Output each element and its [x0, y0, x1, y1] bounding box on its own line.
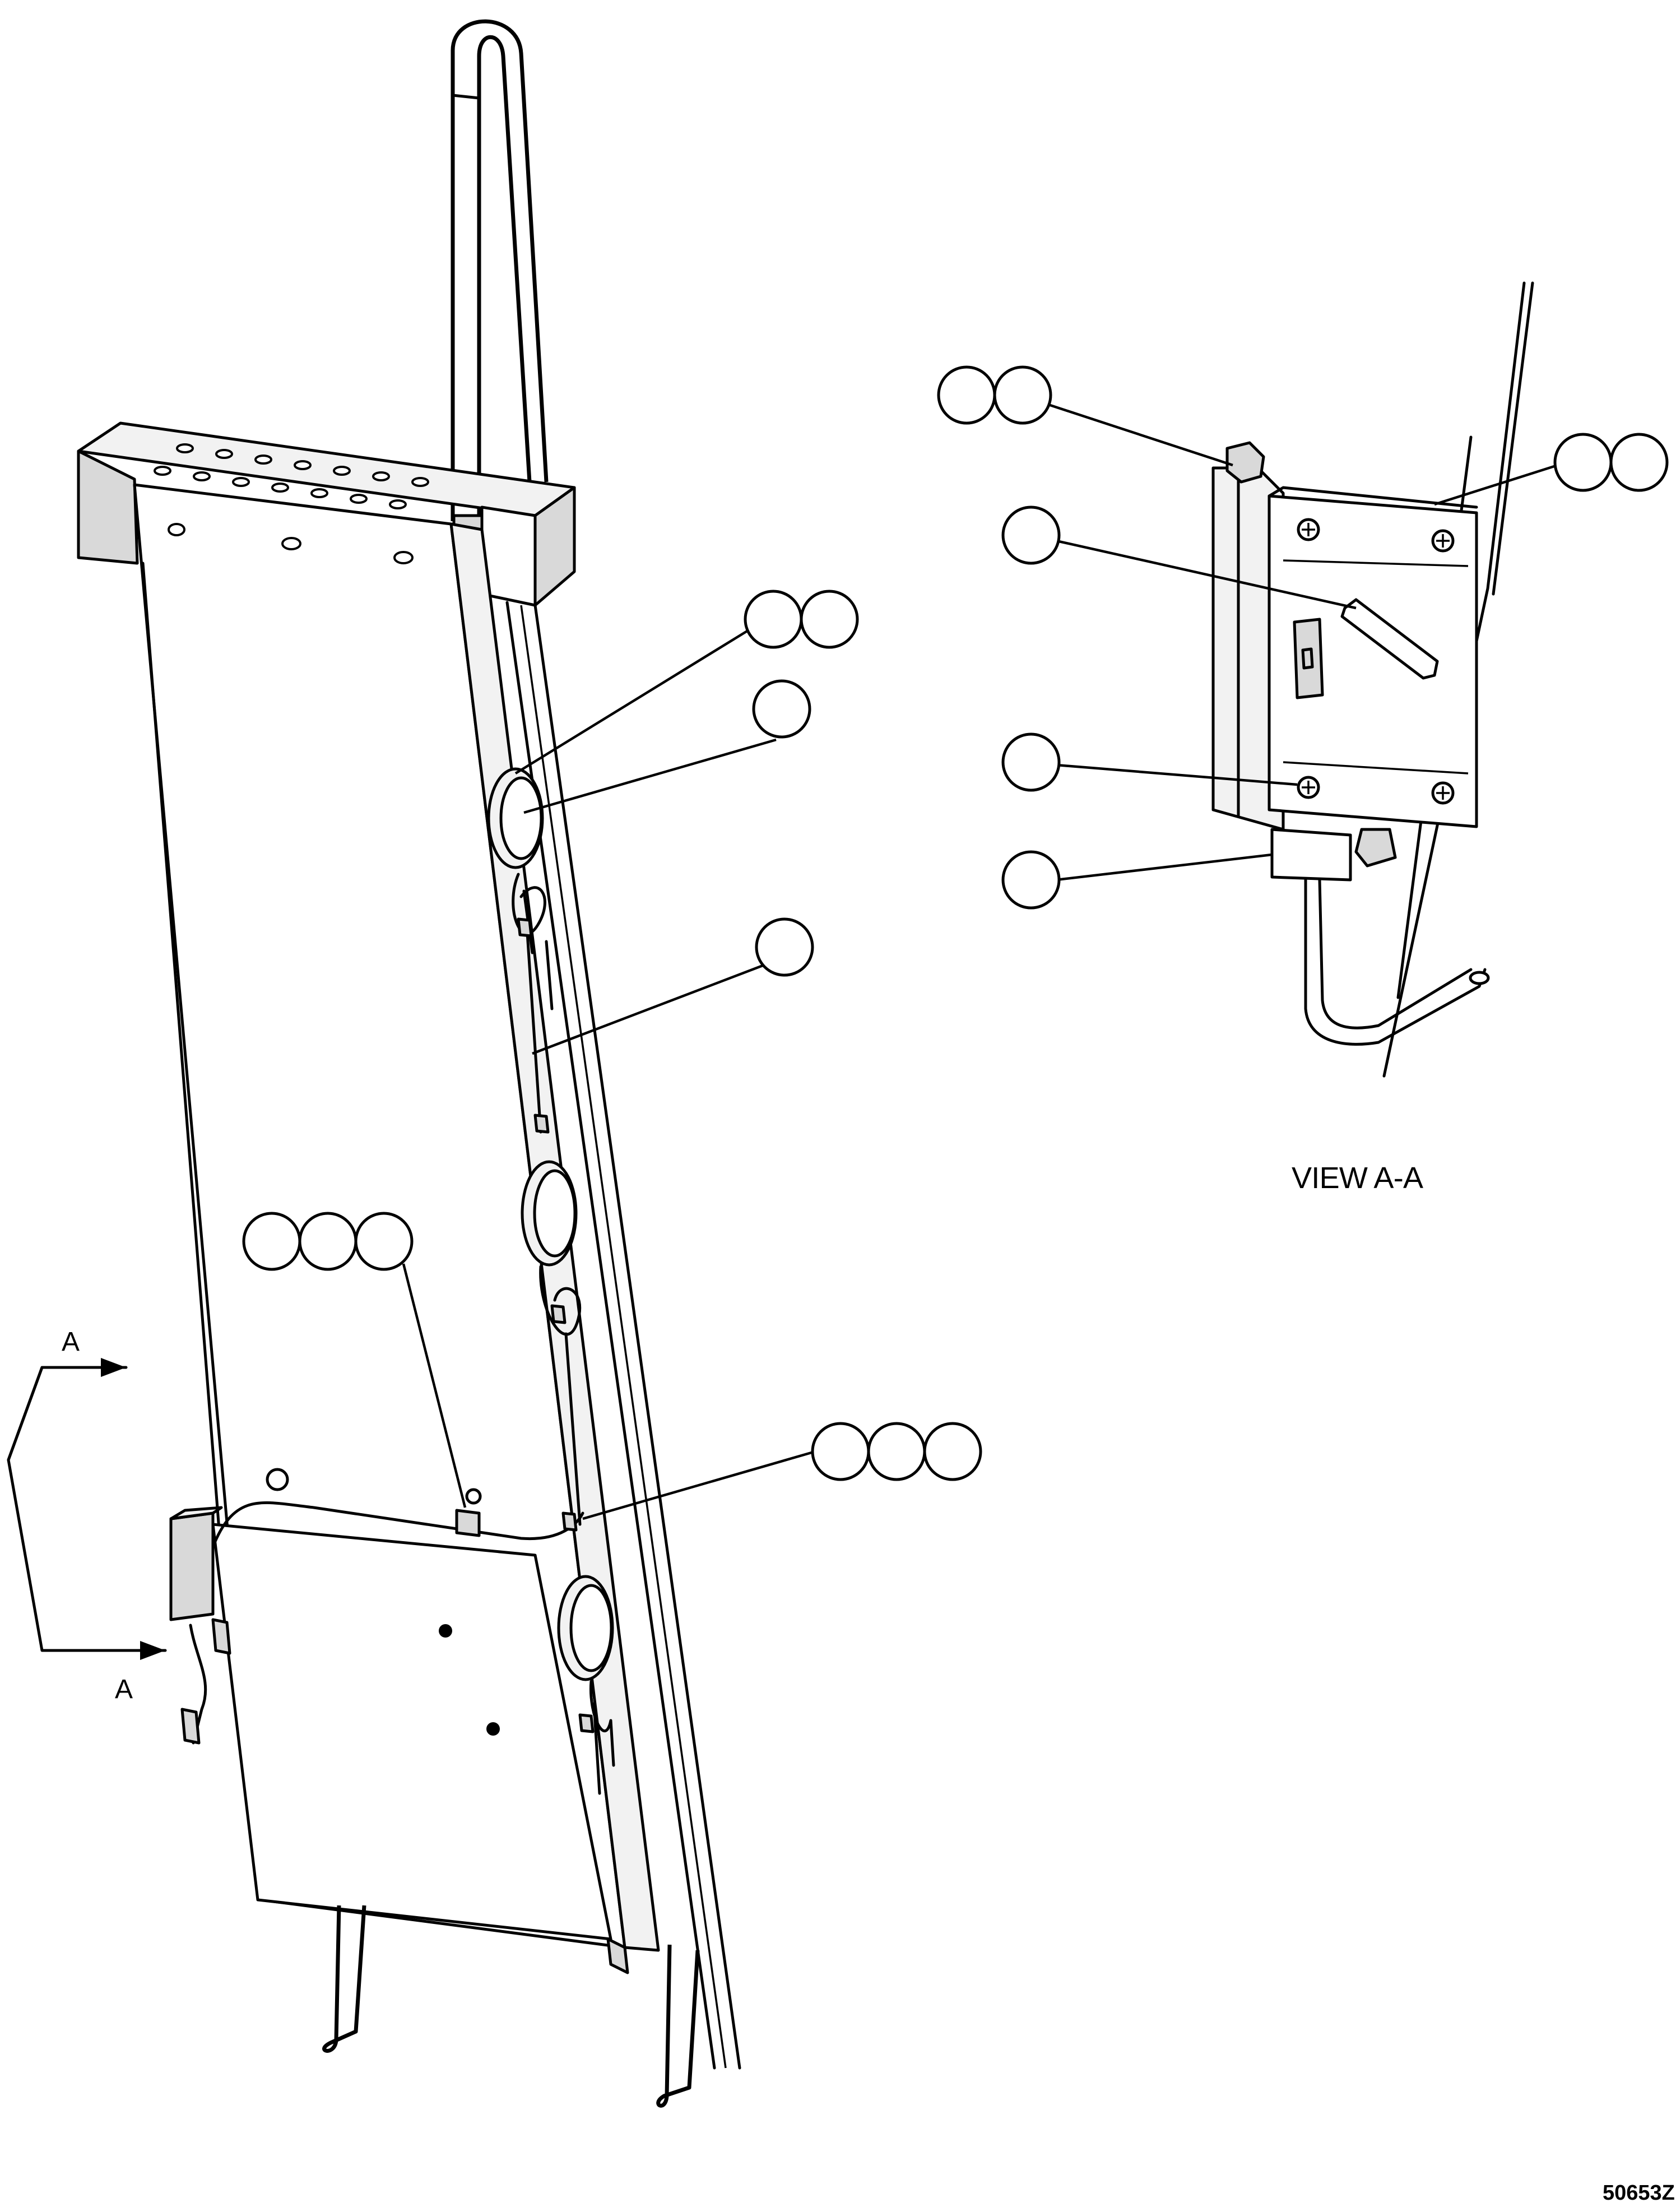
callout-bubble-single-3	[1001, 506, 1061, 565]
callout-bubble-group-3	[811, 1422, 982, 1481]
perforation-holes	[154, 443, 429, 509]
main-assembly	[77, 19, 741, 2108]
callout-bubble-single-5	[1001, 850, 1061, 910]
lower-cover-plate	[211, 1523, 612, 1941]
top-cap	[77, 421, 576, 607]
wire-harness	[189, 873, 615, 1795]
callout-bubble-single-2	[755, 917, 814, 977]
section-marker-upper: A	[62, 1327, 80, 1357]
hook-legs	[322, 1905, 700, 2108]
callout-bubble-group-1	[744, 590, 859, 649]
callout-bubble-group-4	[937, 365, 1052, 425]
view-a-a-detail: VIEW A-A	[937, 281, 1669, 1195]
side-lamps	[487, 767, 614, 1681]
callout-bubble-single-4	[1001, 732, 1061, 792]
view-title: VIEW A-A	[1292, 1161, 1423, 1195]
callout-bubble-single-1	[752, 679, 811, 739]
section-marker-lower: A	[115, 1675, 133, 1704]
cover-screws	[1297, 518, 1455, 805]
main-callouts	[242, 590, 982, 1520]
junction-box	[169, 1506, 231, 1745]
callout-bubble-group-5	[1553, 433, 1669, 492]
section-marker: A A	[7, 1327, 167, 1704]
drawing-number: 50653Z	[1603, 2181, 1675, 2205]
callout-bubble-group-2	[242, 1212, 414, 1271]
